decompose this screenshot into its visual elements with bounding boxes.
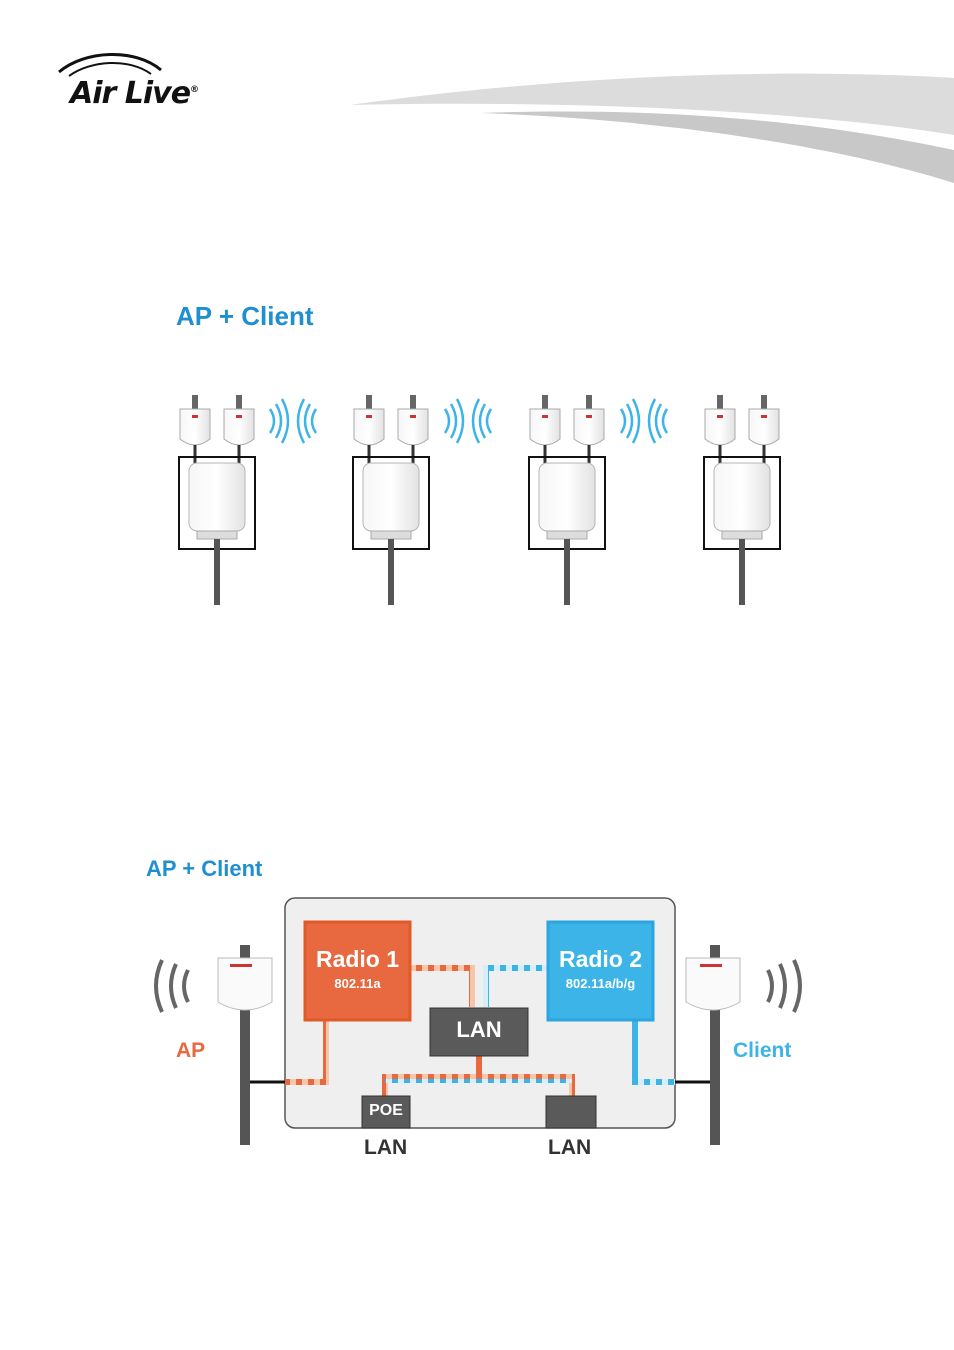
antenna-icon [218, 958, 272, 1010]
lan-right-label: LAN [548, 1136, 591, 1160]
access-point-icon [704, 395, 780, 605]
wifi-signal-icon [621, 399, 667, 443]
radio1-label: Radio 1 [305, 946, 410, 973]
brand-name: Air Live [70, 76, 190, 111]
lan-left-label: LAN [364, 1136, 407, 1160]
radio2-standard: 802.11a/b/g [548, 976, 653, 991]
wifi-signal-icon [445, 399, 491, 443]
brand-logo: Air Live® [70, 76, 198, 111]
access-point-icon [179, 395, 255, 605]
header: Air Live® [0, 0, 954, 200]
access-point-icon [529, 395, 605, 605]
lan-center-label: LAN [430, 1017, 528, 1043]
ap-label: AP [176, 1039, 205, 1063]
section2-title: AP + Client [146, 856, 262, 882]
antenna-icon [686, 958, 740, 1010]
wifi-signal-icon [270, 399, 316, 443]
section1-title: AP + Client [176, 301, 314, 332]
access-point-icon [353, 395, 429, 605]
radio2-label: Radio 2 [548, 946, 653, 973]
client-label: Client [733, 1039, 791, 1063]
registered-mark: ® [190, 85, 198, 95]
radio1-standard: 802.11a [305, 976, 410, 991]
wifi-signal-icon [768, 960, 800, 1012]
ap-client-chain-diagram [160, 385, 800, 610]
poe-label: POE [362, 1102, 410, 1120]
wifi-signal-icon [156, 960, 188, 1012]
